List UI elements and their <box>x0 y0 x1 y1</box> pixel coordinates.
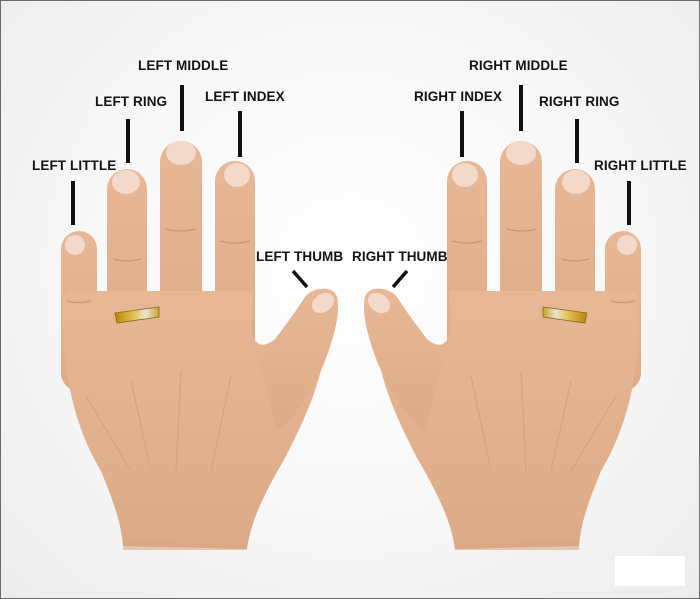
right-thumb-nail <box>367 292 391 314</box>
left-index-nail <box>224 163 250 187</box>
left-ring-nail <box>112 170 140 194</box>
right-wedding-ring <box>542 306 588 324</box>
label-left-little: LEFT LITTLE <box>32 158 117 173</box>
right-ring-nail <box>562 170 590 194</box>
left-hand <box>61 141 339 550</box>
label-left-ring: LEFT RING <box>95 94 168 109</box>
left-middle-nail <box>166 141 196 165</box>
right-middle-nail <box>506 141 536 165</box>
left-little-nail <box>65 235 85 255</box>
label-left-middle: LEFT MIDDLE <box>138 58 229 73</box>
right-hand <box>363 141 641 550</box>
right-middle-leader-line <box>519 85 523 131</box>
corner-blank-box <box>615 556 685 586</box>
label-right-middle: RIGHT MIDDLE <box>469 58 568 73</box>
right-index-leader-line <box>460 111 464 157</box>
label-left-thumb: LEFT THUMB <box>256 249 344 264</box>
right-thumb-leader-line <box>391 269 409 289</box>
left-ring-leader-line <box>126 119 130 163</box>
left-little-leader-line <box>71 181 75 225</box>
left-middle-leader-line <box>180 85 184 131</box>
label-right-index: RIGHT INDEX <box>414 89 503 104</box>
label-right-little: RIGHT LITTLE <box>594 158 687 173</box>
right-index-nail <box>452 163 478 187</box>
right-little-leader-line <box>627 181 631 225</box>
left-index-leader-line <box>238 111 242 157</box>
right-little-nail <box>617 235 637 255</box>
left-thumb-nail <box>311 292 335 314</box>
label-right-thumb: RIGHT THUMB <box>352 249 448 264</box>
label-right-ring: RIGHT RING <box>539 94 620 109</box>
right-thumb <box>363 289 443 431</box>
left-thumb-leader-line <box>291 269 309 289</box>
label-left-index: LEFT INDEX <box>205 89 285 104</box>
left-wedding-ring <box>114 306 160 324</box>
right-ring-leader-line <box>575 119 579 163</box>
left-thumb <box>259 289 339 431</box>
